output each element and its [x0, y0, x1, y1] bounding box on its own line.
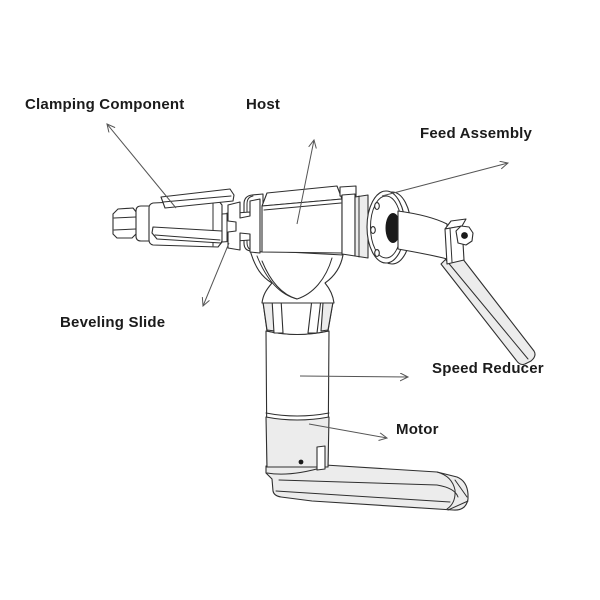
arrow-speed-reducer [299, 376, 408, 377]
motor-screw-dot [298, 459, 304, 465]
beveling-slide-coupler [227, 198, 261, 254]
flange-bore [385, 213, 401, 243]
host-body-part [243, 185, 369, 259]
label-clamping-component: Clamping Component [25, 96, 185, 113]
label-beveling-slide: Beveling Slide [60, 314, 166, 331]
label-speed-reducer: Speed Reducer [432, 360, 544, 377]
label-motor: Motor [396, 421, 439, 438]
arrow-feed-assembly [381, 163, 508, 197]
arrow-clamping-component [107, 124, 177, 209]
label-feed-assembly: Feed Assembly [420, 125, 533, 142]
feed-assembly-part [397, 210, 474, 265]
arrow-motor [308, 423, 387, 438]
crank-handle-part [440, 253, 536, 366]
label-host: Host [246, 96, 281, 113]
base-part [265, 464, 469, 511]
arrow-beveling-slide [203, 242, 230, 306]
leader-arrows [107, 124, 508, 438]
collar-part [262, 298, 334, 336]
clamping-component-part [112, 188, 261, 254]
arrow-host [296, 140, 314, 225]
yoke-part [249, 249, 344, 304]
motor-part [265, 412, 330, 471]
